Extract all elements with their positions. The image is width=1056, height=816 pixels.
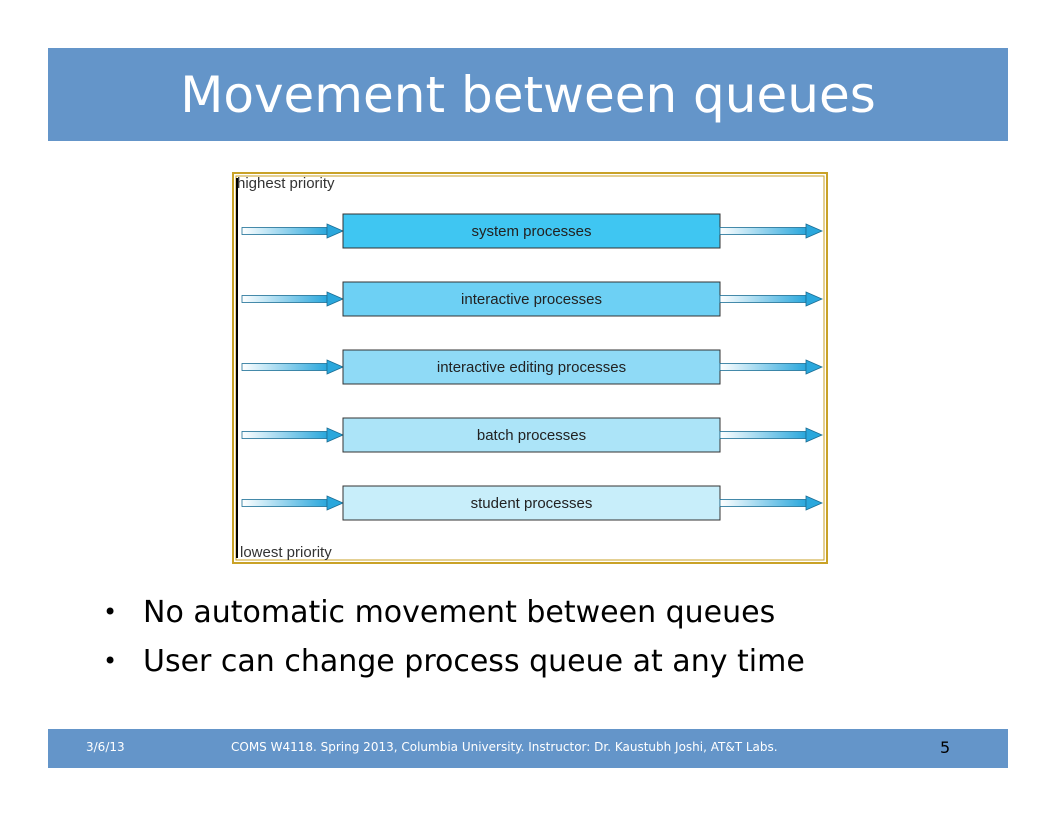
bullet-dot-icon: •	[103, 647, 118, 675]
arrow-shaft	[719, 227, 807, 235]
arrow-head-icon	[805, 223, 823, 239]
lowest-priority-label: lowest priority	[240, 544, 332, 561]
bullet-item: • User can change process queue at any ti…	[103, 637, 805, 686]
arrow-head-icon	[805, 291, 823, 307]
queue-label: student processes	[471, 495, 593, 512]
arrow-head-icon	[326, 427, 344, 443]
outgoing-arrow-icon	[719, 495, 823, 511]
footer-bar: 3/6/13 COMS W4118. Spring 2013, Columbia…	[48, 729, 1008, 768]
bullet-item: • No automatic movement between queues	[103, 588, 805, 637]
outgoing-arrow-icon	[719, 223, 823, 239]
arrow-head-icon	[805, 495, 823, 511]
queue-label: batch processes	[477, 427, 586, 444]
arrow-head-icon	[326, 495, 344, 511]
queue-box	[342, 417, 721, 453]
incoming-arrow-icon	[241, 427, 344, 443]
arrow-shaft	[241, 295, 328, 303]
footer-course-info: COMS W4118. Spring 2013, Columbia Univer…	[231, 740, 778, 754]
incoming-arrow-icon	[241, 359, 344, 375]
arrow-head-icon	[326, 291, 344, 307]
arrow-shaft	[719, 499, 807, 507]
queue-label: system processes	[471, 223, 591, 240]
incoming-arrow-icon	[241, 223, 344, 239]
arrow-head-icon	[805, 359, 823, 375]
queue-label: interactive processes	[461, 291, 602, 308]
arrow-shaft	[719, 295, 807, 303]
arrow-shaft	[241, 363, 328, 371]
outgoing-arrow-icon	[719, 427, 823, 443]
slide-number: 5	[940, 738, 951, 757]
arrow-head-icon	[326, 223, 344, 239]
arrow-shaft	[241, 499, 328, 507]
title-bar: Movement between queues	[48, 48, 1008, 141]
bullet-dot-icon: •	[103, 598, 118, 626]
bullet-text: No automatic movement between queues	[143, 595, 776, 630]
queue-box	[342, 281, 721, 317]
arrow-head-icon	[326, 359, 344, 375]
outgoing-arrow-icon	[719, 359, 823, 375]
queue-box	[342, 485, 721, 521]
queue-row: student processes	[241, 485, 823, 521]
arrow-shaft	[719, 431, 807, 439]
queue-row: interactive processes	[241, 281, 823, 317]
queue-box	[342, 349, 721, 385]
queue-row: batch processes	[241, 417, 823, 453]
arrow-shaft	[719, 363, 807, 371]
bullet-list: • No automatic movement between queues • U…	[103, 588, 805, 686]
bullet-text: User can change process queue at any tim…	[143, 644, 805, 679]
arrow-head-icon	[805, 427, 823, 443]
queue-rows: system processes interactive processes int…	[241, 213, 823, 521]
queue-row: system processes	[241, 213, 823, 249]
highest-priority-label: highest priority	[237, 175, 335, 192]
slide-title: Movement between queues	[180, 65, 876, 124]
outgoing-arrow-icon	[719, 291, 823, 307]
footer-date: 3/6/13	[86, 740, 125, 754]
multilevel-queue-diagram: highest priority lowest priority system …	[232, 172, 828, 564]
arrow-shaft	[241, 227, 328, 235]
arrow-shaft	[241, 431, 328, 439]
queue-label: interactive editing processes	[437, 359, 626, 376]
diagram-svg: highest priority lowest priority system …	[232, 172, 828, 564]
incoming-arrow-icon	[241, 495, 344, 511]
queue-row: interactive editing processes	[241, 349, 823, 385]
incoming-arrow-icon	[241, 291, 344, 307]
